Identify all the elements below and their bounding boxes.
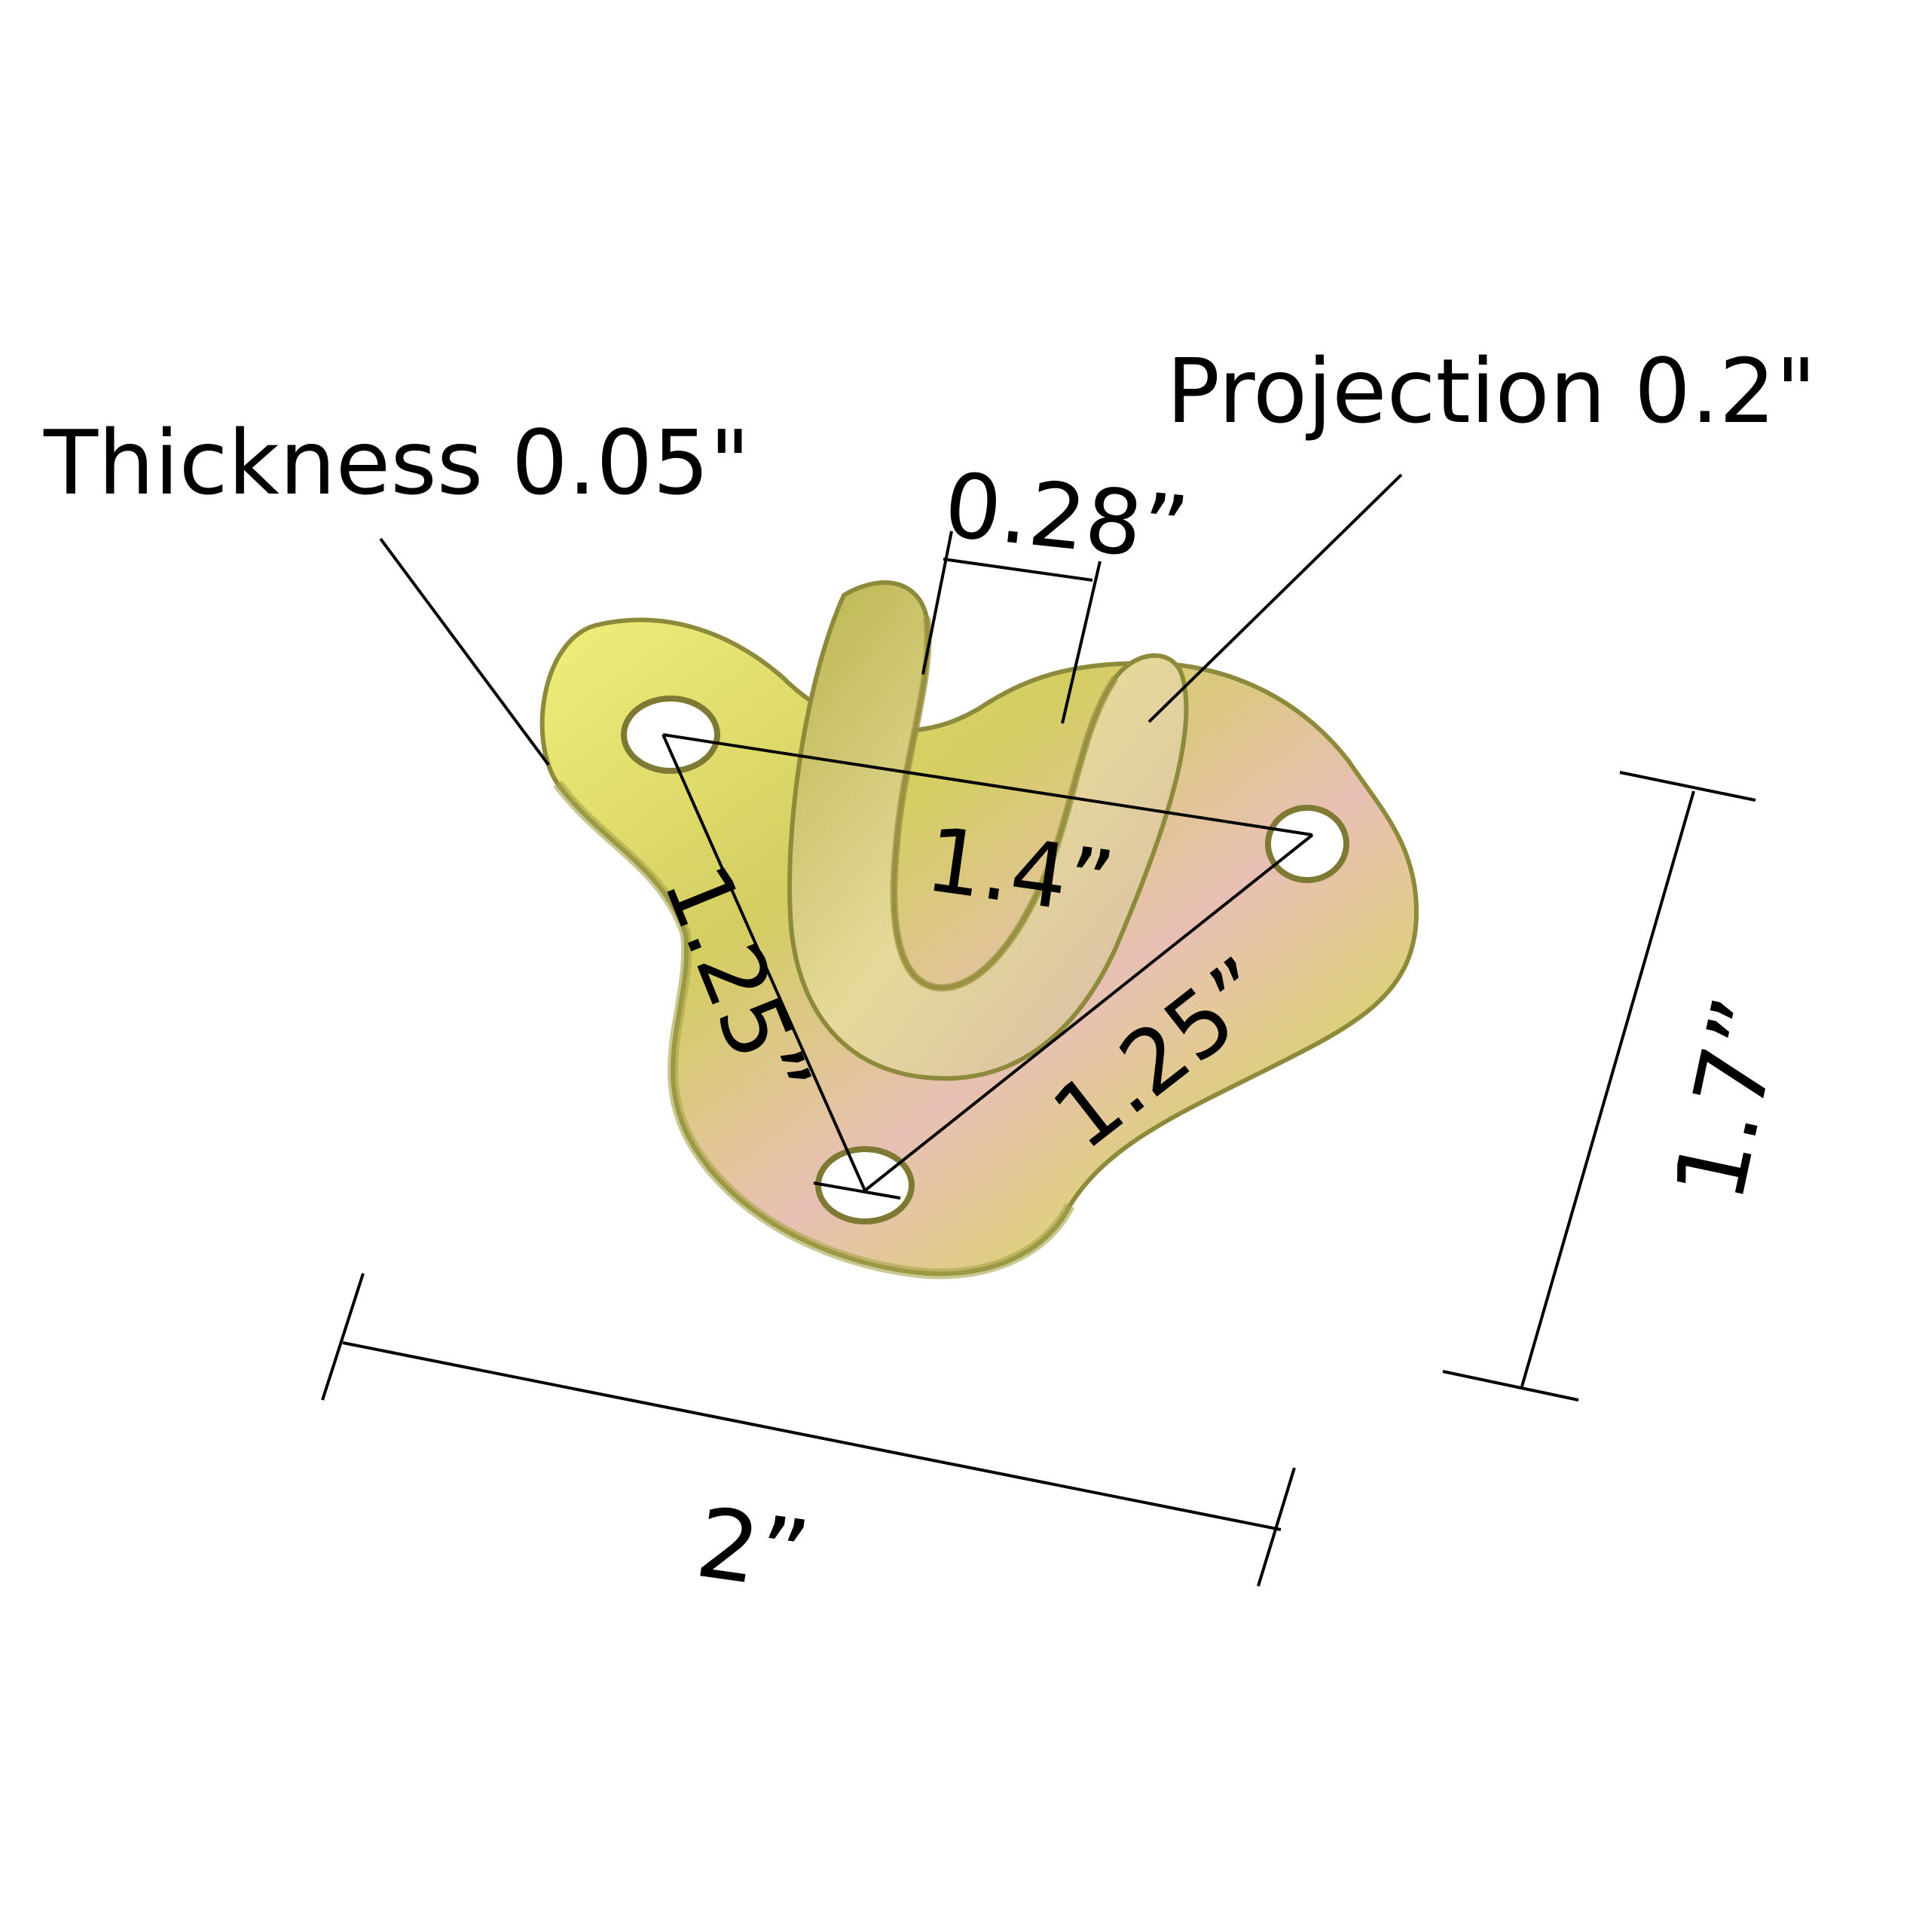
width-dimension-line: [342, 1341, 1282, 1531]
mounting-hole-right: [1265, 805, 1349, 883]
slot-width-extension-right: [1061, 561, 1102, 724]
overall-width-label: 2”: [690, 1487, 816, 1613]
height-dimension-line: [1520, 790, 1695, 1387]
hole-top-span-line: [662, 733, 1313, 836]
hole-left-span-line: [662, 734, 866, 1191]
width-tick-left: [321, 1273, 365, 1401]
height-tick-bottom: [1442, 1370, 1579, 1402]
overall-height-label: 1.7”: [1654, 988, 1806, 1210]
projection-leader: [1147, 473, 1403, 723]
thickness-leader: [379, 537, 550, 766]
hole-bottom-tick: [813, 1182, 901, 1200]
projection-label: Projection 0.2": [1166, 339, 1817, 443]
thickness-label: Thickness 0.05": [43, 411, 750, 515]
slot-width-label: 0.28”: [940, 453, 1193, 582]
slot-width-dimension-line: [943, 558, 1093, 582]
height-tick-top: [1619, 771, 1756, 802]
hole-right-span-line: [863, 833, 1314, 1192]
slot-width-extension-left: [921, 530, 953, 675]
hook-plate: [539, 580, 1419, 1279]
hole-top-span-label: 1.4”: [920, 807, 1120, 936]
width-tick-right: [1257, 1467, 1296, 1587]
plate-rim: [553, 780, 1075, 1279]
